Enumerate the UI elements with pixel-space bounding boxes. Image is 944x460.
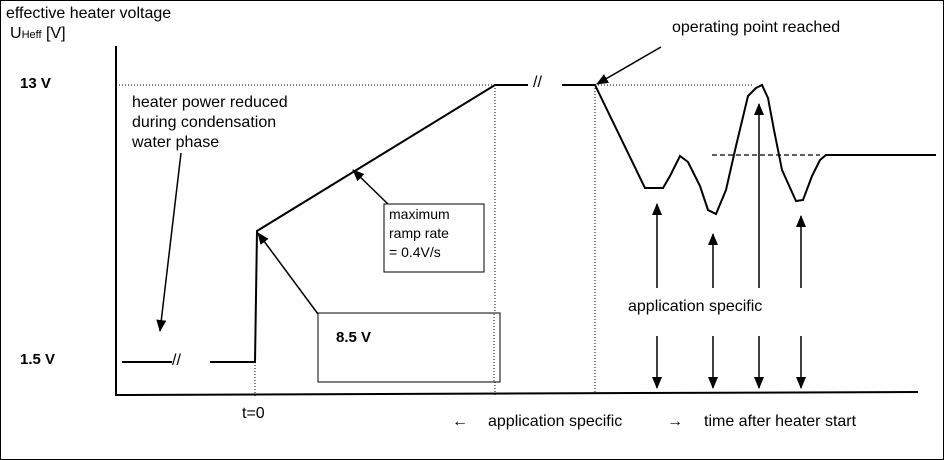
ramp-rate-line-1: maximum xyxy=(389,206,450,222)
operating-point-label: operating point reached xyxy=(672,19,841,36)
break-mark-low: // xyxy=(172,352,181,369)
x-axis-title: time after heater start xyxy=(704,413,857,430)
step-value-box xyxy=(317,312,501,383)
ramp-rate-line-3: = 0.4V/s xyxy=(389,244,441,260)
y-axis-unit: [V] xyxy=(46,25,66,42)
application-specific-label: application specific xyxy=(628,298,763,315)
break-mark-high: // xyxy=(533,74,542,91)
heater-reduced-line-2: during condensation xyxy=(132,114,277,131)
y-axis-title: effective heater voltage xyxy=(6,5,172,22)
y-axis-symbol: UHeff [V] xyxy=(10,24,66,45)
x-range-label: application specific xyxy=(488,413,623,430)
heater-reduced-line-1: heater power reduced xyxy=(132,94,288,111)
x-tick-t0: t=0 xyxy=(242,405,265,422)
level-1-5v: 1.5 V xyxy=(20,351,56,368)
ramp-rate-line-2: ramp rate xyxy=(389,225,449,241)
level-13v: 13 V xyxy=(20,75,51,92)
voltage-curve-step-ramp xyxy=(210,84,528,363)
x-right-arrow: → xyxy=(667,413,683,430)
heater-reduced-line-3: water phase xyxy=(132,134,220,151)
x-axis-line xyxy=(115,391,919,396)
y-axis-symbol-sub: Heff xyxy=(21,29,42,41)
arrow-step-value xyxy=(257,232,319,315)
ramp-rate-box xyxy=(383,203,485,273)
arrow-operating-point xyxy=(596,46,662,85)
step-value-label: 8.5 V xyxy=(336,329,372,346)
arrow-ramp-rate xyxy=(352,169,392,208)
voltage-curve-operating xyxy=(562,83,936,216)
y-axis-symbol-main: U xyxy=(10,25,22,42)
arrow-heater-reduced xyxy=(156,152,182,332)
x-left-arrow: ← xyxy=(452,413,468,430)
